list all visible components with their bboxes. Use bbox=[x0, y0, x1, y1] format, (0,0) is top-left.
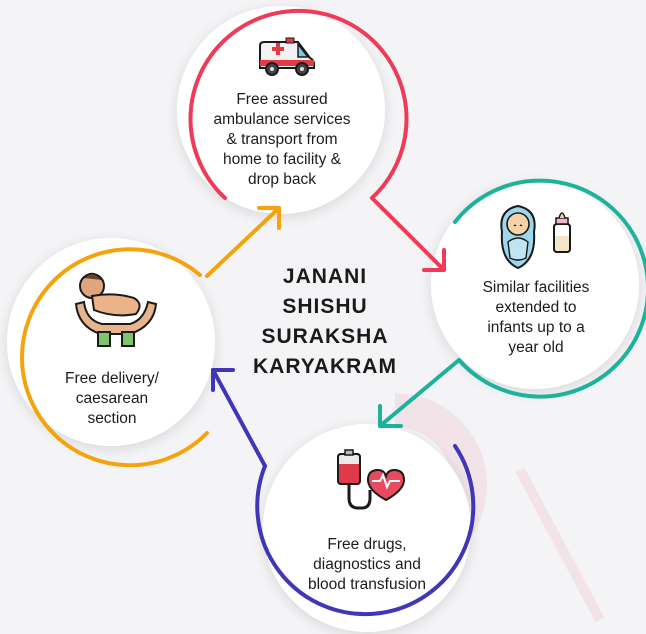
infants-node-text: Similar facilities extended to infants u… bbox=[482, 279, 590, 356]
drugs-node-circle bbox=[263, 424, 471, 632]
title-line-2: SHISHU bbox=[282, 295, 368, 318]
baby-bottle-icon bbox=[500, 204, 571, 270]
newborn-hands-icon bbox=[74, 272, 158, 347]
arrow-infants-to-drugs bbox=[378, 358, 461, 428]
title-line-3: SURAKSHA bbox=[261, 325, 389, 348]
ambulance-arc bbox=[188, 8, 409, 200]
delivery-node-text: Free delivery/ caesarean section bbox=[65, 370, 159, 427]
delivery-arc bbox=[20, 247, 209, 468]
infants-arc bbox=[453, 178, 646, 399]
arrow-ambulance-to-infants bbox=[370, 196, 446, 272]
arrow-drugs-to-delivery bbox=[211, 368, 267, 468]
drugs-node-text: Free drugs, diagnostics and blood transf… bbox=[307, 536, 427, 593]
ambulance-icon bbox=[259, 37, 315, 76]
program-title: JANANI SHISHU SURAKSHA KARYAKRAM bbox=[230, 262, 420, 382]
arrow-delivery-to-ambulance bbox=[205, 206, 281, 278]
ambulance-node-circle bbox=[177, 6, 385, 214]
ambulance-node-text: Free assured ambulance services & transp… bbox=[213, 91, 351, 188]
blood-drip-icon bbox=[337, 449, 406, 510]
title-line-4: KARYAKRAM bbox=[253, 355, 397, 378]
drugs-arc bbox=[255, 444, 476, 617]
title-line-1: JANANI bbox=[282, 265, 368, 288]
infants-node-circle bbox=[431, 181, 639, 389]
